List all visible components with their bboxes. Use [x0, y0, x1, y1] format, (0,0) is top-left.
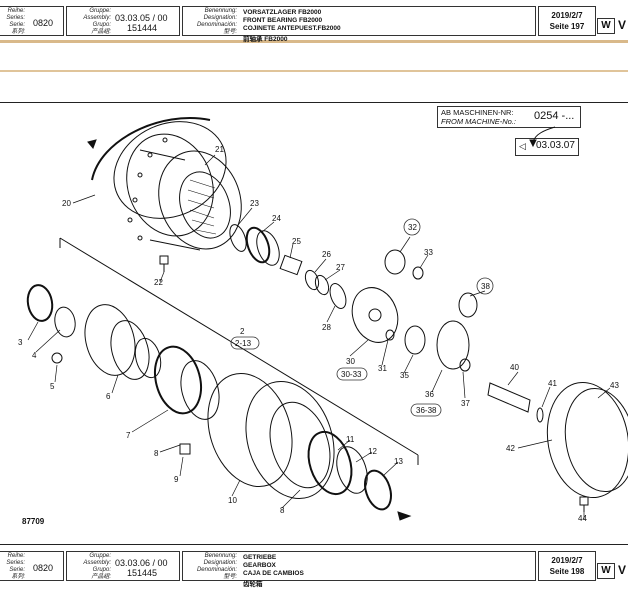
callout-label: 2-13 — [235, 339, 252, 348]
series-value: 0820 — [33, 18, 54, 28]
date: 2019/2/7 — [551, 556, 583, 565]
series-cell: Reihe: Series: Serie: 系列: 0820 — [0, 6, 64, 36]
group-value: 151444 — [127, 23, 158, 33]
name-de: GETRIEBE — [243, 554, 277, 561]
callout-label: 30-33 — [341, 370, 362, 379]
from-machine-label-en: FROM MACHINE-No.: — [441, 117, 516, 126]
divider — [0, 70, 628, 72]
callout-label: 21 — [215, 145, 224, 154]
callout-label: 11 — [346, 435, 355, 444]
date-cell: 2019/2/7 Seite 197 — [538, 6, 596, 36]
assembly-cell: Gruppe: Assembly: Grupo: 产品组: 03.03.06 /… — [66, 551, 180, 581]
callout-label: 38 — [481, 282, 490, 291]
callout-label: 32 — [408, 223, 417, 232]
designation-cell: Benennung: Designation: Denominación: 型号… — [182, 551, 536, 588]
series-label: Reihe: Series: Serie: 系列: — [6, 553, 25, 580]
callout-label: 7 — [126, 431, 131, 440]
name-en: GEARBOX — [243, 562, 276, 569]
group-value: 151445 — [127, 568, 158, 578]
assembly-label: Gruppe: Assembly: Grupo: 产品组: — [83, 553, 111, 580]
callout-label: 13 — [394, 457, 403, 466]
callout-label: 23 — [250, 199, 259, 208]
callout-label: 35 — [400, 371, 409, 380]
date: 2019/2/7 — [551, 11, 583, 20]
callout-label: 12 — [368, 447, 377, 456]
name-en: FRONT BEARING FB2000 — [243, 17, 323, 24]
callout-label: 41 — [548, 379, 557, 388]
callout-label: 9 — [174, 475, 179, 484]
callout-label: 37 — [461, 399, 470, 408]
series-cell: Reihe: Series: Serie: 系列: 0820 — [0, 551, 64, 581]
designation-cell: Benennung: Designation: Denominación: 型号… — [182, 6, 536, 43]
callout-label: 5 — [50, 382, 55, 391]
drawing-number: 87709 — [22, 517, 45, 526]
callout-label: 8 — [280, 506, 285, 515]
assembly-value: 03.03.05 / 00 — [115, 13, 168, 23]
callout-label: 8 — [154, 449, 159, 458]
callout-label: 3 — [18, 338, 23, 347]
brand-logo: W — [597, 18, 615, 34]
date-cell: 2019/2/7 Seite 198 — [538, 551, 596, 581]
callout-label: 4 — [32, 351, 37, 360]
designation-label: Benennung: Designation: Denominación: 型号… — [196, 8, 237, 35]
page-number: Seite 198 — [549, 567, 585, 576]
callout-label: 27 — [336, 263, 345, 272]
callout-label: 20 — [62, 199, 71, 208]
callout-label: 30 — [346, 357, 355, 366]
top-header: Reihe: Series: Serie: 系列: 0820 Gruppe: A… — [0, 0, 628, 43]
bottom-header: Reihe: Series: Serie: 系列: 0820 Gruppe: A… — [0, 544, 628, 588]
callout-label: 43 — [610, 381, 619, 390]
name-de: VORSATZLAGER FB2000 — [243, 9, 322, 16]
designation-label: Benennung: Designation: Denominación: 型号… — [196, 553, 237, 580]
name-es: COJINETE ANTEPUEST.FB2000 — [243, 25, 341, 32]
from-machine-value: 0254 -... — [534, 110, 575, 122]
callout-label: 36-38 — [416, 406, 437, 415]
brand-logo: W — [597, 563, 615, 579]
from-machine-box: AB MASCHINEN-NR: FROM MACHINE-No.: 0254 … — [437, 106, 581, 128]
page-number: Seite 197 — [549, 22, 585, 31]
drawing-frame-top — [0, 102, 628, 103]
callout-label: 33 — [424, 248, 433, 257]
callout-label: 36 — [425, 390, 434, 399]
callout-label: 40 — [510, 363, 519, 372]
assembly-label: Gruppe: Assembly: Grupo: 产品组: — [83, 8, 111, 35]
assembly-cell: Gruppe: Assembly: Grupo: 产品组: 03.03.05 /… — [66, 6, 180, 36]
series-label: Reihe: Series: Serie: 系列: — [6, 8, 25, 35]
assembly-value: 03.03.06 / 00 — [115, 558, 168, 568]
callout-label: 10 — [228, 496, 237, 505]
callout-label: 44 — [578, 514, 587, 523]
name-cn: 前轴承 FB2000 — [243, 36, 288, 43]
section-reference-text: 03.03.07 — [536, 140, 575, 151]
callout-label: 28 — [322, 323, 331, 332]
name-cn: 齿轮箱 — [243, 581, 263, 588]
name-es: CAJA DE CAMBIOS — [243, 570, 304, 577]
series-value: 0820 — [33, 563, 54, 573]
arrow-left-icon: ◁ — [519, 141, 526, 151]
callout-label: 25 — [292, 237, 301, 246]
brand-letter: V — [618, 563, 627, 577]
callout-label: 42 — [506, 444, 515, 453]
callout-label: 24 — [272, 214, 281, 223]
from-machine-label-de: AB MASCHINEN-NR: — [441, 108, 514, 117]
callout-label: 2 — [240, 327, 245, 336]
brand-letter: V — [618, 18, 627, 32]
callout-label: 26 — [322, 250, 331, 259]
callout-label: 31 — [378, 364, 387, 373]
callout-label: 6 — [106, 392, 111, 401]
callout-label: 22 — [154, 278, 163, 287]
